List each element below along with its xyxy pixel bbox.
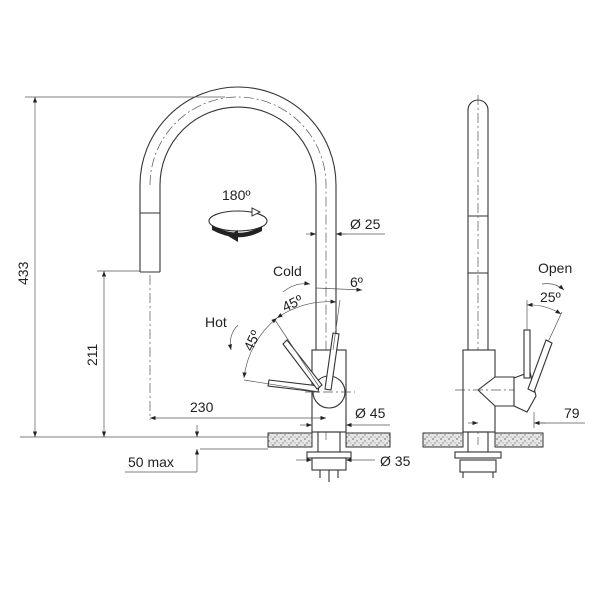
dim-hole-diameter: Ø 35 (380, 453, 411, 469)
label-cold: Cold (273, 263, 302, 279)
dim-height: 433 (15, 261, 31, 285)
angle-hot: 45º (240, 328, 263, 354)
countertop (267, 432, 313, 448)
dim-counter-thickness: 50 max (128, 454, 174, 470)
spout-tube (139, 86, 337, 350)
dim-spout-height: 211 (84, 343, 100, 366)
dim-reach: 230 (190, 399, 214, 415)
angle-tilt: 6º (350, 274, 363, 290)
swivel-angle: 180º (222, 187, 250, 203)
angle-cold: 45º (280, 291, 306, 314)
side-countertop (422, 432, 464, 448)
dim-tube-diameter: Ø 25 (350, 216, 381, 232)
front-view: 45º 45º Cold Hot 6º 180º Ø 25 Ø 35 Ø 45 … (15, 86, 411, 482)
label-hot: Hot (205, 314, 227, 330)
dim-lever-reach: 79 (564, 405, 580, 421)
rotate-arrow-icon (208, 207, 268, 242)
dim-body-diameter: Ø 45 (355, 405, 386, 421)
side-view: 25º Open 79 (422, 95, 585, 478)
angle-open: 25º (540, 289, 561, 305)
label-open: Open (538, 260, 572, 276)
